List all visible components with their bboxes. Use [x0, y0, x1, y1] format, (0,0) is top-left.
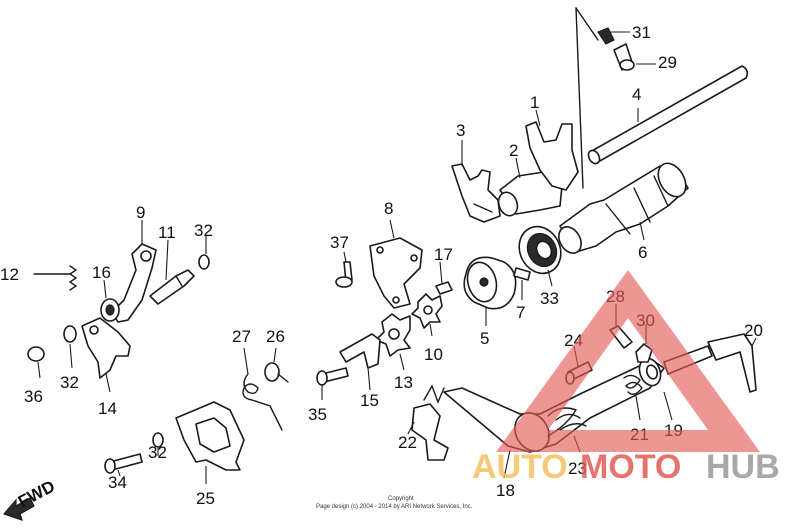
part-bolt-35 [316, 367, 349, 386]
part-shift-arm-14 [81, 317, 131, 379]
label-34: 34 [108, 473, 127, 492]
label-29: 29 [658, 53, 677, 72]
part-coil-spring-21 [623, 374, 643, 395]
copyright-line1: Copyright [388, 496, 414, 502]
label-5: 5 [480, 329, 489, 348]
watermark-hub: HUB [706, 448, 780, 486]
part-bolt-37 [335, 261, 353, 288]
label-9: 9 [136, 203, 145, 222]
part-spindle-11 [149, 269, 195, 305]
label-27: 27 [232, 327, 251, 346]
part-stopper-arm [339, 333, 381, 369]
label-14: 14 [98, 399, 117, 418]
label-25: 25 [196, 489, 215, 508]
part-bracket-plate [369, 237, 423, 309]
part-line-guide [575, 7, 584, 189]
part-washer-32-top [198, 254, 210, 270]
part-washer-32-bottom [152, 432, 164, 448]
label-7: 7 [516, 303, 525, 322]
label-16: 16 [92, 263, 111, 282]
part-shift-arm-9 [111, 243, 157, 323]
part-bolt-29 [613, 43, 635, 71]
label-35: 35 [308, 405, 327, 424]
part-fork-1 [525, 121, 579, 191]
copyright: Copyright Page design (c) 2004 - 2014 by… [316, 496, 473, 510]
arrow-icon [2, 497, 35, 521]
part-spring-22 [411, 384, 449, 461]
label-2: 2 [509, 141, 518, 160]
label-37: 37 [330, 233, 349, 252]
part-spring-12 [33, 265, 78, 291]
label-32a: 32 [194, 221, 213, 240]
label-18: 18 [496, 481, 515, 500]
label-15: 15 [360, 391, 379, 410]
fwd-arrow: FWD [2, 477, 58, 521]
watermark: AUTO MOTO HUB [472, 270, 780, 486]
label-6: 6 [638, 243, 647, 262]
label-1: 1 [530, 93, 539, 112]
label-13: 13 [394, 373, 413, 392]
label-36: 36 [24, 387, 43, 406]
part-washer-30 [635, 343, 653, 363]
part-spring-27 [242, 373, 283, 431]
leader-lines [37, 31, 757, 484]
fwd-label: FWD [15, 477, 58, 512]
part-washer-32-left [63, 325, 77, 343]
part-cover-plate [175, 401, 245, 471]
part-fork-2 [497, 171, 563, 217]
part-collar-26 [264, 362, 289, 383]
part-bolt-34 [104, 453, 143, 474]
part-washer-31 [597, 27, 615, 45]
part-fork-3 [451, 163, 501, 223]
part-pin-17 [435, 281, 453, 295]
copyright-line2: Page design (c) 2004 - 2014 by ARI Netwo… [316, 504, 473, 510]
label-26: 26 [266, 327, 285, 346]
label-23: 23 [568, 459, 587, 478]
label-32b: 32 [60, 373, 79, 392]
label-11: 11 [158, 223, 176, 242]
label-12: 12 [0, 265, 19, 284]
label-4: 4 [632, 85, 641, 104]
part-shift-drum [558, 162, 689, 254]
part-bearing [518, 225, 562, 275]
part-drum-center [463, 256, 517, 310]
watermark-auto: AUTO [472, 448, 568, 486]
label-22: 22 [398, 433, 417, 452]
part-star-plate-13 [375, 313, 411, 357]
label-20: 20 [744, 321, 763, 340]
part-star-plate-10 [411, 293, 443, 329]
watermark-triangle-icon [496, 270, 760, 452]
label-33: 33 [540, 289, 559, 308]
watermark-moto: MOTO [580, 448, 681, 486]
label-31: 31 [632, 23, 651, 42]
label-8: 8 [384, 199, 393, 218]
label-32c: 32 [148, 443, 167, 462]
label-17: 17 [434, 245, 453, 264]
label-10: 10 [424, 345, 443, 364]
part-cap-36 [27, 346, 45, 362]
part-collar-16 [100, 298, 120, 322]
part-pin-7 [513, 267, 531, 281]
label-3: 3 [456, 121, 465, 140]
part-shaft [587, 65, 749, 165]
